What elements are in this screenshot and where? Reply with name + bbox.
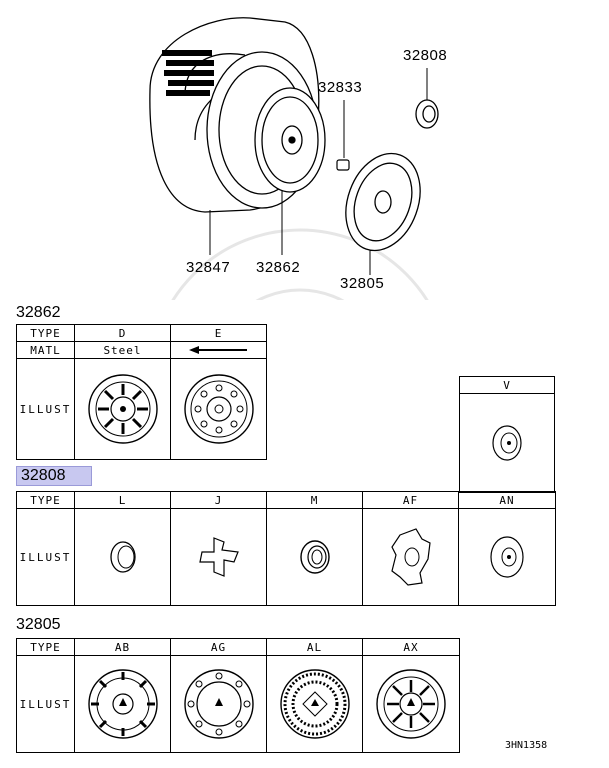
matl-label: MATL [16, 341, 75, 359]
wheel-cover [345, 152, 421, 252]
leader-lines [209, 68, 428, 275]
illust-ag [170, 655, 267, 753]
cap-l-illustration [109, 541, 136, 573]
type-label: TYPE [16, 324, 75, 342]
col-m: M [266, 491, 363, 509]
section-title-32862: 32862 [16, 304, 61, 321]
callout-32805: 32805 [340, 275, 385, 292]
watermark-logo [171, 228, 429, 300]
cap-m-illustration [299, 540, 330, 574]
illust-m [266, 508, 363, 606]
callout-32808: 32808 [403, 47, 448, 64]
col-ax: AX [362, 638, 460, 656]
col-e: E [170, 324, 267, 342]
illust-j [170, 508, 267, 606]
cap-j-illustration [198, 537, 239, 577]
type-label: TYPE [16, 491, 75, 509]
col-v: V [459, 376, 555, 394]
illust-label: ILLUST [16, 508, 75, 606]
col-j: J [170, 491, 267, 509]
col-l: L [74, 491, 171, 509]
callout-32847: 32847 [186, 259, 231, 276]
cap-an-illustration [490, 536, 524, 578]
tire-tread [162, 50, 214, 96]
cover-al-illustration [279, 669, 350, 739]
section-title-32808: 32808 [16, 466, 92, 486]
table-v: V [459, 376, 555, 493]
type-label: TYPE [16, 638, 75, 656]
callout-32862: 32862 [256, 259, 301, 276]
illust-ab [74, 655, 171, 753]
illust-ax [362, 655, 460, 753]
col-af: AF [362, 491, 459, 509]
cap-af-illustration [390, 528, 431, 586]
matl-d: Steel [74, 341, 171, 359]
col-al: AL [266, 638, 363, 656]
cap-v-illustration [492, 425, 522, 461]
col-ab: AB [74, 638, 171, 656]
section-title-32805: 32805 [16, 616, 61, 633]
table-32862: TYPE D E MATL Steel ILLUST [16, 324, 267, 460]
callout-32833: 32833 [318, 79, 363, 96]
illust-af [362, 508, 459, 606]
matl-e-arrow [170, 341, 267, 359]
illust-an [458, 508, 556, 606]
illust-v [459, 393, 555, 493]
cover-ax-illustration [376, 669, 446, 739]
col-ag: AG [170, 638, 267, 656]
illust-al [266, 655, 363, 753]
col-an: AN [458, 491, 556, 509]
table-32808: TYPE L J M AF AN ILLUST [16, 491, 556, 606]
wheel-e-illustration [183, 374, 254, 444]
wheel-nut [336, 159, 350, 171]
exploded-wheel-drawing [149, 17, 439, 300]
cover-ag-illustration [183, 669, 254, 739]
illust-d [74, 358, 171, 460]
table-32805: TYPE AB AG AL AX ILLUST [16, 638, 460, 753]
steel-wheel [254, 87, 326, 193]
wheel-d-illustration [87, 374, 158, 444]
illust-label: ILLUST [16, 655, 75, 753]
left-arrow-icon [188, 346, 247, 354]
col-d: D [74, 324, 171, 342]
illust-e [170, 358, 267, 460]
illust-label: ILLUST [16, 358, 75, 460]
drawing-code: 3HN1358 [505, 740, 548, 751]
center-cap [415, 99, 439, 129]
illust-l [74, 508, 171, 606]
cover-ab-illustration [87, 669, 158, 739]
